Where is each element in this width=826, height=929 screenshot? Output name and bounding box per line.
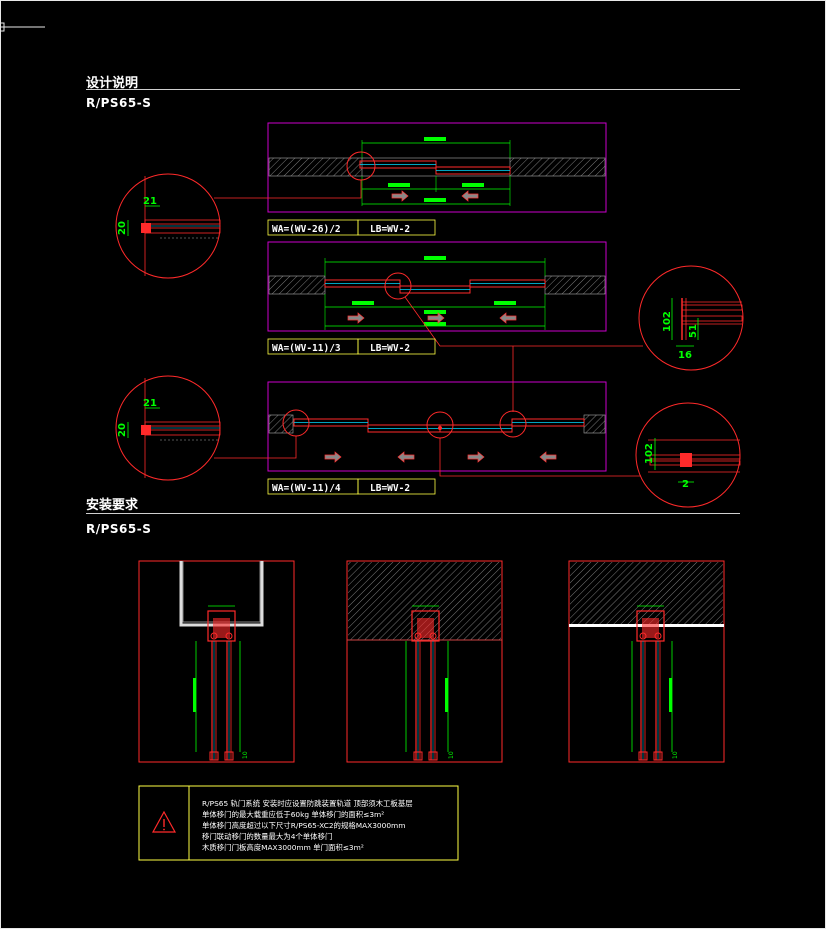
- panel-3-label: WA=(WV-11)/4 LB=WV-2: [267, 478, 436, 495]
- design-model: R/PS65-S: [86, 96, 152, 110]
- panel-2-lb: LB=WV-2: [370, 343, 410, 354]
- panel-3-lb: LB=WV-2: [370, 483, 410, 494]
- dim-21-top: 21: [143, 196, 157, 207]
- detail-bottom-right: 102 2: [635, 402, 741, 508]
- warning-line-5: 木质移门门板高度MAX3000mm 单门面积≤3m²: [202, 843, 364, 852]
- panel-1-lb: LB=WV-2: [370, 224, 410, 235]
- detail-bottom-left: 21 20: [115, 375, 221, 481]
- warning-line-4: 移门联动移门的数量最大为4个单体移门: [202, 832, 333, 841]
- dim-102-bottom: 102: [644, 443, 655, 464]
- design-rule: [86, 89, 740, 90]
- warning-notes: R/PS65 轨门系统 安装时应设置防跳装置轨道 顶部须木工板基层 单体移门的最…: [202, 798, 413, 853]
- panel-3-wa: WA=(WV-11)/4: [272, 483, 341, 494]
- dim-51-mid: 51: [688, 324, 699, 338]
- warning-line-1: R/PS65 轨门系统 安装时应设置防跳装置轨道 顶部须木工板基层: [202, 799, 413, 808]
- section-1-dim: 10: [242, 751, 249, 759]
- section-3-dim: 10: [672, 751, 679, 759]
- warning-box: [138, 785, 459, 861]
- install-section-3: 10: [568, 560, 725, 763]
- panel-2-label: WA=(WV-11)/3 LB=WV-2: [267, 338, 436, 355]
- plan-panel-1: [214, 122, 607, 213]
- warning-line-3: 单体移门高度超过以下尺寸R/PS65-XC2的规格MAX3000mm: [202, 821, 406, 830]
- panel-1-wa: WA=(WV-26)/2: [272, 224, 341, 235]
- design-title: 设计说明: [86, 76, 139, 91]
- section-2-dim: 10: [448, 751, 455, 759]
- dim-16-mid: 16: [678, 350, 692, 361]
- dim-20-bottom: 20: [117, 423, 128, 437]
- warning-line-2: 单体移门的最大载重应低于60kg 单体移门的面积≤3m²: [202, 810, 385, 819]
- install-title: 安装要求: [86, 498, 139, 513]
- plan-panel-2: [267, 241, 643, 347]
- dim-2-bottom: 2: [682, 479, 689, 490]
- dim-21-bottom: 21: [143, 398, 157, 409]
- warning-triangle-icon: [151, 810, 177, 833]
- install-model: R/PS65-S: [86, 522, 152, 536]
- install-section-1: 10: [138, 560, 295, 763]
- install-section-2: 10: [346, 560, 503, 763]
- panel-1-label: WA=(WV-26)/2 LB=WV-2: [267, 219, 436, 236]
- install-rule: [86, 513, 740, 514]
- detail-mid-right: 102 51 16: [638, 265, 744, 371]
- dim-102-mid: 102: [662, 311, 673, 332]
- dim-20-top: 20: [117, 221, 128, 235]
- panel-2-wa: WA=(WV-11)/3: [272, 343, 341, 354]
- detail-top-left: 21 20: [115, 173, 221, 279]
- plan-panel-3: [214, 381, 640, 477]
